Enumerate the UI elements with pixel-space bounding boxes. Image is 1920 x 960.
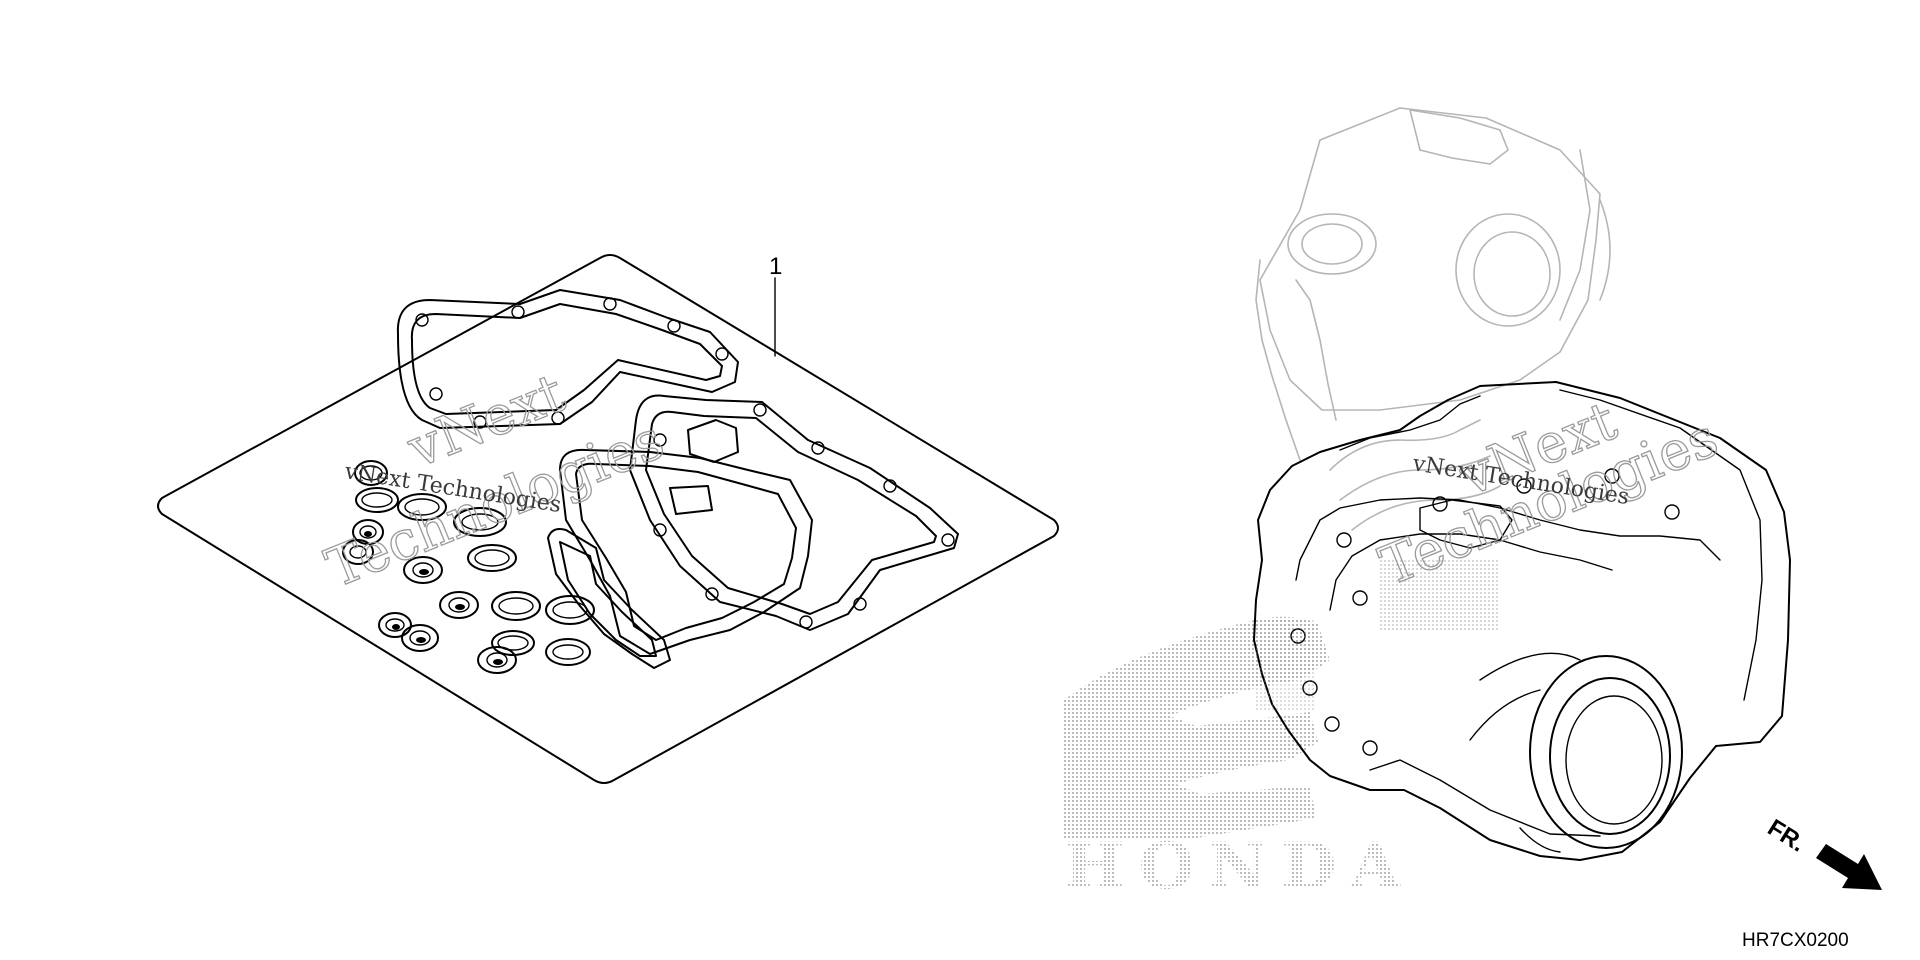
- honda-logo-text: HONDA: [1064, 829, 1414, 904]
- oil-seal: [477, 646, 517, 674]
- engine-reference-illustration: HONDA: [1064, 107, 1791, 904]
- callout-number: 1: [769, 253, 782, 280]
- o-ring: [397, 493, 447, 521]
- watermark: vNext Technologies vNext Technologies vN…: [317, 360, 1727, 600]
- front-direction-label: FR.: [1763, 814, 1810, 857]
- crankcase-boss: [1469, 652, 1683, 853]
- o-ring: [467, 544, 517, 572]
- o-ring: [453, 507, 507, 537]
- crankcase-gasket: [629, 394, 959, 631]
- o-ring: [545, 595, 595, 625]
- diagram-reference-code: HR7CX0200: [1742, 930, 1849, 951]
- oil-seal: [439, 591, 479, 619]
- crankcase-outline: [1253, 381, 1791, 861]
- front-direction-indicator: FR.: [1763, 814, 1882, 890]
- cylinder-head-ghost: [1255, 107, 1611, 531]
- cover-gasket-large: [396, 289, 739, 429]
- honda-logo: HONDA: [1064, 616, 1414, 904]
- oil-seal: [378, 612, 412, 638]
- o-ring: [355, 487, 399, 513]
- o-ring: [545, 638, 591, 666]
- o-rings-and-oil-seals: [342, 460, 595, 674]
- small-cover-gasket: [547, 528, 671, 669]
- oil-seal: [342, 539, 374, 565]
- gasket-kit-sheet: [157, 254, 1059, 784]
- o-ring: [491, 591, 541, 621]
- oil-seal: [401, 624, 439, 652]
- gasket-kit-illustration: 1: [157, 253, 1059, 784]
- oil-seal: [352, 519, 384, 545]
- oil-seal: [403, 556, 443, 584]
- front-direction-arrow-icon: [1816, 844, 1882, 890]
- o-ring: [491, 630, 535, 656]
- o-ring: [354, 460, 388, 486]
